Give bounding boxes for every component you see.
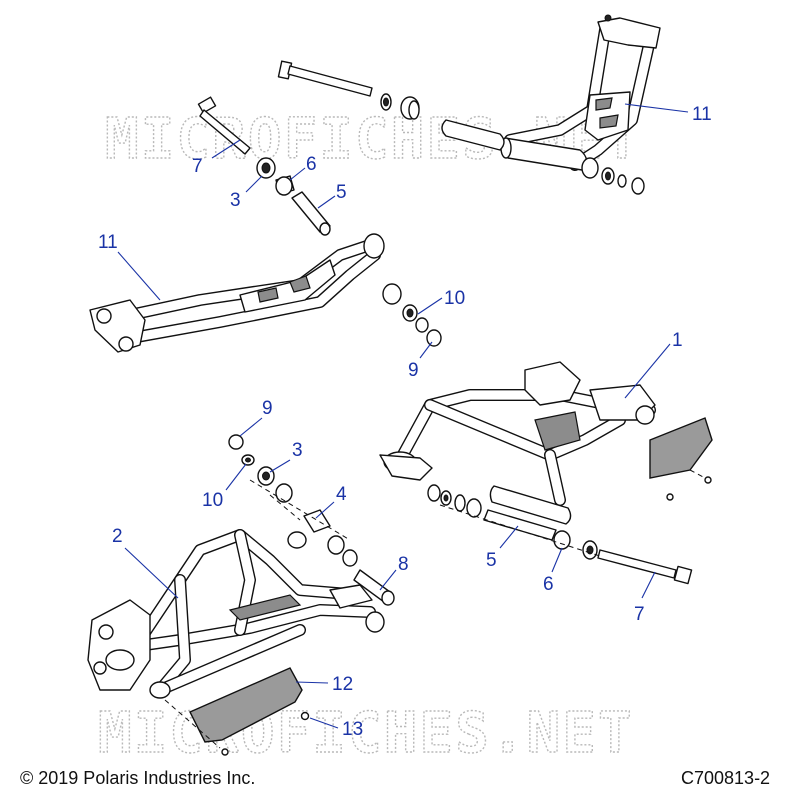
leader-sleeve-top: [317, 195, 336, 209]
bearing-top: [256, 157, 276, 179]
bushing-stack-lower: [275, 483, 358, 567]
leader-cap-mid: [419, 341, 433, 359]
callout-cap-lower: 9: [262, 398, 273, 419]
callout-guard-plate: 12: [332, 674, 353, 695]
callout-bearing-top: 3: [230, 190, 241, 211]
callout-cap-mid: 9: [408, 360, 419, 381]
leader-washer-lower: [225, 463, 247, 491]
callout-bushing-right: 6: [543, 574, 554, 595]
callout-sleeve-right: 5: [486, 550, 497, 571]
leader-washer-mid: [417, 297, 443, 315]
bushing-top: [275, 175, 295, 196]
callout-sleeve-lower: 4: [336, 484, 347, 505]
bolt-right: [582, 540, 693, 585]
leader-upper-arm-left: [117, 251, 161, 301]
screw-left: [164, 699, 310, 756]
callout-bolt-top: 7: [192, 156, 203, 177]
bolt-top-horizontal: [277, 60, 505, 151]
washer-lower: [241, 454, 255, 466]
callout-bearing-lower: 3: [292, 440, 303, 461]
bolt-top-vertical: [197, 96, 251, 155]
callout-upper-arm-left: 11: [98, 232, 118, 253]
copyright-text: © 2019 Polaris Industries Inc.: [20, 768, 255, 788]
callout-bolt-right: 7: [634, 604, 645, 625]
callout-sleeve-top: 5: [336, 182, 347, 203]
leader-guard-plate: [295, 681, 329, 684]
leader-lower-arm-left: [124, 547, 179, 599]
leader-screw: [309, 717, 339, 729]
pin-lower: [353, 569, 395, 606]
leader-upper-arm-top: [624, 103, 689, 113]
watermark-bottom: MICROFICHES.NET: [98, 701, 634, 766]
leader-bushing-right: [551, 547, 563, 573]
leader-lower-arm-right: [624, 343, 671, 399]
lower-a-arm-left: [87, 529, 385, 699]
callout-pin-lower: 8: [398, 554, 409, 575]
leader-bearing-lower: [269, 459, 291, 473]
leader-bolt-right: [641, 571, 656, 599]
leader-cap-lower: [239, 417, 263, 437]
lower-a-arm-right: [379, 361, 656, 506]
guard-plate-right: [649, 417, 713, 479]
sleeve-top: [291, 191, 331, 236]
callout-lower-arm-left: 2: [112, 526, 123, 547]
axis-line-left: [249, 479, 351, 541]
bushing-middle: [382, 283, 442, 347]
callout-washer-mid: 10: [444, 288, 465, 309]
leader-bearing-top: [245, 175, 263, 193]
guard-plate-left: [189, 667, 303, 743]
callout-bushing-top: 6: [306, 154, 317, 175]
figure-id: C700813-2: [681, 768, 770, 788]
upper-a-arm-top-right: [500, 14, 661, 171]
leader-bushing-top: [289, 167, 306, 181]
screws-right: [666, 469, 712, 501]
cap-lower: [228, 434, 244, 450]
bearing-lower: [257, 466, 275, 486]
callout-screw: 13: [342, 719, 363, 740]
upper-a-arm-middle: [89, 233, 385, 353]
callout-lower-arm-right: 1: [672, 330, 683, 351]
leader-sleeve-lower: [315, 501, 335, 519]
callout-washer-lower: 10: [202, 490, 223, 511]
leader-sleeve-right: [499, 525, 519, 549]
leader-pin-lower: [379, 569, 397, 591]
bushing-right: [553, 530, 571, 550]
leader-bolt-top: [211, 139, 241, 159]
sleeve-right: [483, 509, 557, 541]
axis-line-right: [439, 504, 601, 557]
bushing-stack-right: [427, 484, 572, 525]
bushing-stack-top-right: [581, 157, 645, 195]
callout-upper-arm-top: 11: [692, 104, 712, 125]
